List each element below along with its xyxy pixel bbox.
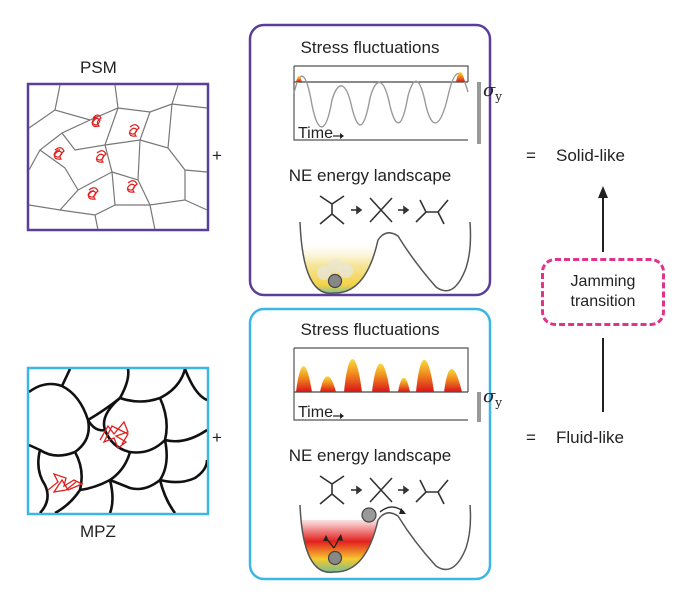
top-stress-title: Stress fluctuations (300, 38, 440, 57)
bottom-landscape-curve (299, 504, 472, 573)
up-arrow-head (598, 186, 608, 198)
psm-label: PSM (80, 58, 117, 77)
equals-top: = (526, 146, 536, 165)
bottom-peak-4 (372, 363, 390, 392)
psm-trajectories (53, 114, 140, 200)
top-sigma-label: σy (483, 80, 503, 104)
top-particle (327, 273, 343, 289)
bottom-stress-title: Stress fluctuations (300, 320, 440, 339)
escaping-particle (361, 507, 377, 523)
bottom-peak-1 (296, 366, 312, 392)
top-landscape-title: NE energy landscape (288, 166, 452, 185)
bottom-peak-2 (320, 376, 336, 392)
bottom-panel (248, 307, 492, 581)
mpz-trajectories (47, 420, 129, 493)
mpz-cell-edges (29, 369, 207, 513)
top-sigma-bar (477, 82, 481, 144)
equals-bottom: = (526, 428, 536, 447)
top-stress-plot (293, 65, 481, 144)
jamming-line2: transition (570, 293, 636, 310)
bottom-peak-6 (416, 359, 434, 392)
bottom-landscape-title: NE energy landscape (288, 446, 452, 465)
mpz-tissue (26, 366, 210, 516)
right-arrows (598, 186, 608, 412)
top-landscape-curve (299, 221, 472, 294)
bottom-sigma-label: σy (483, 386, 503, 410)
bottom-t1-glyphs (319, 475, 449, 505)
fluid-like-label: Fluid-like (556, 428, 625, 447)
psm-cell-edges (29, 85, 207, 229)
top-stress-curve (293, 72, 469, 128)
psm-tissue (26, 82, 210, 232)
bottom-time-label: Time (298, 404, 333, 421)
top-peak-right (456, 72, 465, 82)
top-peak-left (296, 76, 302, 82)
bottom-particle (327, 550, 343, 566)
plus-top: + (212, 146, 222, 165)
solid-like-label: Solid-like (556, 146, 625, 165)
bottom-peak-7 (444, 368, 462, 392)
bottom-sigma-bar (477, 392, 481, 422)
plus-bottom: + (212, 428, 222, 447)
jamming-line1: Jamming (570, 273, 636, 290)
top-t1-glyphs (319, 195, 449, 225)
top-panel (248, 23, 492, 297)
jamming-transition-box: Jamming transition (541, 258, 665, 326)
mpz-label: MPZ (80, 522, 116, 541)
top-time-label: Time (298, 125, 333, 142)
bottom-peak-5 (398, 377, 410, 392)
bottom-stress-plot (293, 347, 481, 422)
bottom-peak-3 (344, 358, 362, 392)
